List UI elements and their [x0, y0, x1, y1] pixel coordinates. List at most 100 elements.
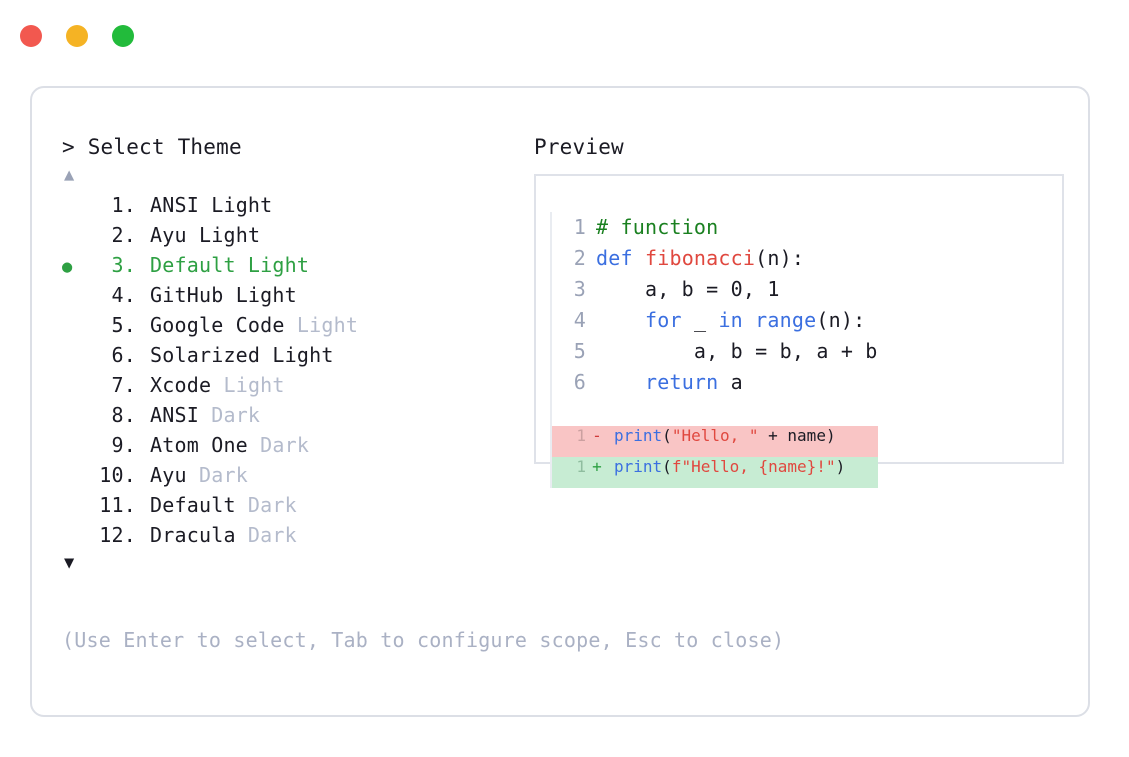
code-token: (n):: [755, 246, 805, 270]
code-token: (: [662, 457, 672, 476]
theme-list-item[interactable]: 4. GitHub Light: [62, 280, 532, 310]
theme-picker-card: > Select Theme ▲ 1. ANSI Light 2. Ayu Light…: [30, 86, 1090, 717]
code-spacer: [552, 398, 878, 426]
theme-list-item[interactable]: 6.Solarized Light: [62, 340, 532, 370]
theme-item-index: 11.: [99, 493, 136, 517]
code-token: in range: [718, 308, 817, 332]
code-line: 4 for _ in range(n):: [552, 305, 878, 336]
theme-item-variant: Dark: [186, 463, 248, 487]
theme-item-label: Atom One: [150, 433, 248, 457]
scroll-down-arrow-icon[interactable]: ▼: [64, 553, 75, 573]
theme-list-item[interactable]: 5.Google Code Light: [62, 310, 532, 340]
keyboard-hint: (Use Enter to select, Tab to configure s…: [62, 628, 785, 652]
theme-item-index: 1.: [111, 193, 136, 217]
code-token: f"Hello, {name}!": [671, 457, 836, 476]
theme-item-index: 3.: [111, 253, 136, 277]
code-line-number: 4: [573, 308, 586, 332]
code-line: 2 def fibonacci(n):: [552, 243, 878, 274]
picker-columns: > Select Theme ▲ 1. ANSI Light 2. Ayu Light…: [32, 88, 1088, 715]
code-token: (: [662, 426, 672, 445]
theme-item-label: Default: [150, 493, 236, 517]
diff-line-added: 1+print(f"Hello, {name}!"): [552, 457, 878, 488]
theme-item-variant: Dark: [235, 493, 297, 517]
theme-item-variant: Dark: [247, 433, 310, 457]
code-line: 6 return a: [552, 367, 878, 398]
code-token: # function: [596, 215, 719, 239]
code-line-number: 1: [573, 215, 586, 239]
code-line-text: a, b = b, a + b: [596, 336, 878, 367]
theme-item-index: 7.: [111, 373, 136, 397]
window-titlebar: [0, 0, 1129, 72]
code-token: return: [644, 370, 719, 394]
window-minimize-dot[interactable]: [66, 25, 88, 47]
code-token: a, b = 0, 1: [596, 277, 780, 301]
theme-list-item[interactable]: 2.Ayu Light: [62, 220, 532, 250]
theme-item-label: Xcode: [150, 373, 212, 397]
theme-item-index: 12.: [99, 523, 136, 547]
code-token: [596, 308, 645, 332]
code-line-text: # function: [596, 212, 718, 243]
code-token: def: [596, 246, 645, 270]
code-token: (n):: [816, 308, 866, 332]
scroll-up-arrow-icon[interactable]: ▲: [64, 165, 75, 185]
theme-list-item[interactable]: ●3.Default Light: [62, 250, 532, 280]
window-maximize-dot[interactable]: [112, 25, 134, 47]
preview-pane-header: Preview: [534, 132, 1068, 162]
picker-prompt: > Select Theme: [62, 132, 532, 162]
diff-line-text: print(f"Hello, {name}!"): [614, 457, 851, 476]
code-token: fibonacci: [644, 246, 756, 270]
theme-item-index: 4.: [111, 283, 136, 307]
code-line-number: 5: [573, 339, 586, 363]
theme-item-variant: Light: [198, 193, 273, 217]
theme-item-index: 2.: [111, 223, 136, 247]
code-token: a, b = b, a + b: [596, 339, 878, 363]
code-token: [596, 370, 645, 394]
theme-list-item[interactable]: 1. ANSI Light: [62, 190, 532, 220]
diff-line-number: 1: [576, 426, 586, 445]
theme-item-label: Ayu: [150, 223, 187, 247]
theme-list-item[interactable]: 7. Xcode Light: [62, 370, 532, 400]
theme-list-item[interactable]: 10.Ayu Dark: [62, 460, 532, 490]
theme-item-variant: Dark: [198, 403, 261, 427]
code-line-text: for _ in range(n):: [596, 305, 865, 336]
code-token: print: [614, 457, 663, 476]
code-line-number: 2: [573, 246, 586, 270]
code-line-text: a, b = 0, 1: [596, 274, 780, 305]
diff-sign-icon: -: [592, 426, 602, 445]
diff-sign-icon: +: [592, 457, 602, 476]
theme-list-item[interactable]: 9. Atom One Dark: [62, 430, 532, 460]
preview-title: Preview: [534, 135, 624, 159]
code-line-text: def fibonacci(n):: [596, 243, 804, 274]
code-line-number: 6: [573, 370, 586, 394]
prompt-caret-icon: >: [62, 135, 75, 159]
code-line: 1 # function: [552, 212, 878, 243]
code-token: for: [644, 308, 682, 332]
page-title: Select Theme: [87, 135, 242, 159]
theme-item-index: 9.: [111, 433, 136, 457]
theme-list-item[interactable]: 12. Dracula Dark: [62, 520, 532, 550]
theme-item-label: ANSI: [150, 193, 199, 217]
theme-item-label: GitHub: [150, 283, 224, 307]
diff-line-removed: 1-print("Hello, " + name): [552, 426, 878, 457]
theme-item-index: 10.: [99, 463, 136, 487]
code-token: a: [718, 370, 743, 394]
code-line: 3 a, b = 0, 1: [552, 274, 878, 305]
theme-item-label: Default: [150, 253, 236, 277]
theme-item-variant: Dark: [235, 523, 297, 547]
code-token: _: [681, 308, 719, 332]
theme-item-index: 5.: [111, 313, 136, 337]
diff-line-text: print("Hello, " + name): [614, 426, 842, 445]
theme-item-variant: Light: [211, 373, 285, 397]
window-close-dot[interactable]: [20, 25, 42, 47]
selected-bullet-icon: ●: [62, 257, 73, 277]
theme-item-index: 6.: [111, 343, 136, 367]
theme-item-label: Dracula: [150, 523, 236, 547]
theme-item-label: Solarized: [150, 343, 261, 367]
theme-item-variant: Light: [223, 283, 297, 307]
theme-list-item[interactable]: 11. Default Dark: [62, 490, 532, 520]
theme-item-index: 8.: [111, 403, 136, 427]
theme-list-item[interactable]: 8.ANSI Dark: [62, 400, 532, 430]
